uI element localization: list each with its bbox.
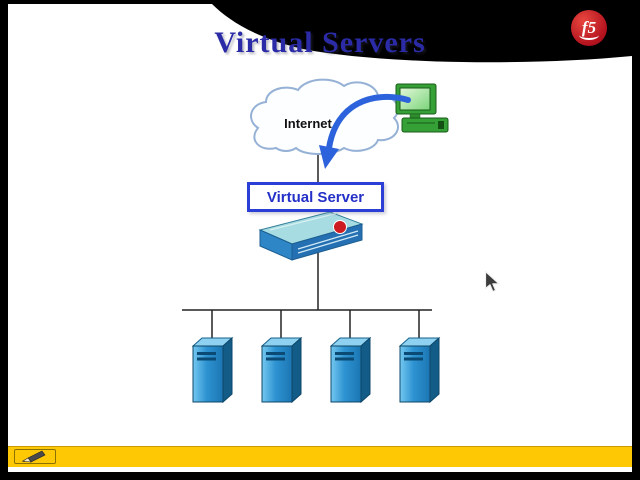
monitor-stand bbox=[409, 113, 421, 119]
virtual-server-label: Virtual Server bbox=[266, 188, 365, 206]
server-slot bbox=[197, 352, 216, 355]
pencil-point bbox=[22, 460, 25, 462]
load-balancer-icon bbox=[258, 211, 364, 261]
server-front bbox=[330, 345, 362, 403]
pen-tool-icon bbox=[21, 450, 46, 462]
server-slot bbox=[404, 357, 423, 361]
server-front bbox=[261, 345, 293, 403]
f5-logo: f5 bbox=[571, 10, 607, 46]
mouse-cursor-icon bbox=[484, 270, 500, 293]
server-side bbox=[360, 336, 371, 404]
arrow-shaft bbox=[326, 93, 411, 151]
virtual-server-box: Virtual Server bbox=[247, 182, 384, 212]
traffic-arrow-icon bbox=[319, 93, 411, 169]
server-icon bbox=[398, 336, 441, 404]
device-vent-2 bbox=[297, 234, 359, 254]
server-side bbox=[291, 336, 302, 404]
server-slot bbox=[404, 352, 423, 355]
server-icon bbox=[329, 336, 372, 404]
server-icon bbox=[191, 336, 234, 404]
device-f5-ball-icon bbox=[333, 220, 347, 234]
device-top-stripe bbox=[269, 212, 339, 231]
f5-logo-text: f5 bbox=[581, 18, 597, 37]
server-front bbox=[399, 345, 431, 403]
slide-top-swoosh bbox=[212, 4, 632, 63]
client-computer-icon bbox=[395, 83, 449, 133]
server-slot bbox=[266, 357, 285, 361]
server-side bbox=[222, 336, 233, 404]
server-icon bbox=[260, 336, 303, 404]
case-detail bbox=[438, 121, 444, 129]
server-slot bbox=[335, 357, 354, 361]
slide: Virtual Servers f5 bbox=[8, 4, 632, 472]
pen-tool-button[interactable] bbox=[14, 449, 56, 464]
server-slot bbox=[266, 352, 285, 355]
presentation-toolbar bbox=[8, 446, 632, 467]
network-diagram bbox=[182, 78, 449, 404]
arrow-head bbox=[319, 145, 339, 169]
swoosh-shape bbox=[212, 4, 632, 63]
network-lines bbox=[182, 154, 432, 344]
server-slot bbox=[335, 352, 354, 355]
slide-title: Virtual Servers bbox=[214, 26, 426, 59]
device-vent-1 bbox=[297, 230, 359, 250]
pencil-body bbox=[27, 450, 46, 462]
server-side bbox=[429, 336, 440, 404]
server-front bbox=[192, 345, 224, 403]
internet-label: Internet bbox=[284, 116, 332, 131]
computer-case bbox=[401, 117, 449, 133]
f5-logo-wave-icon bbox=[579, 30, 599, 40]
server-slot bbox=[197, 357, 216, 361]
